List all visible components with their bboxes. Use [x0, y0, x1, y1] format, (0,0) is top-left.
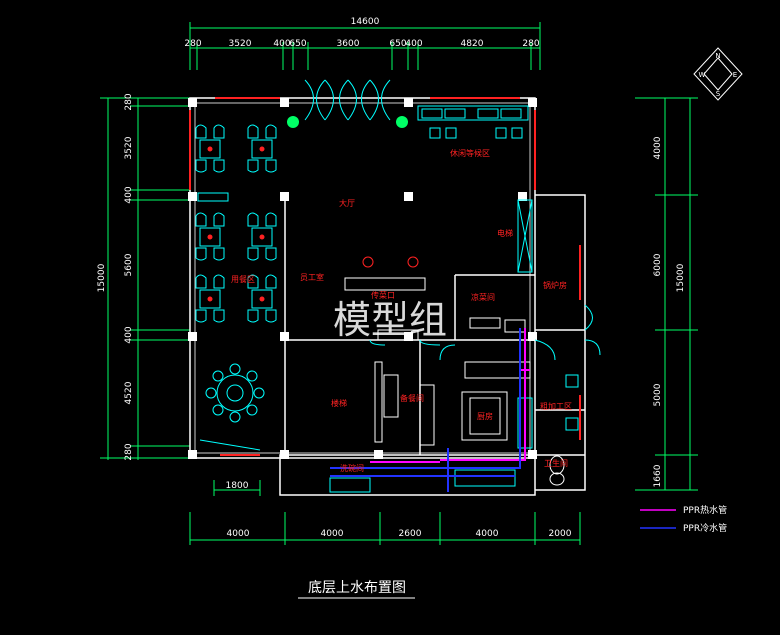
plant-icon: [287, 116, 408, 128]
dim-left-6: 4520: [124, 381, 134, 404]
red-wall-accents: [189, 97, 581, 456]
room-label-elevator: 电梯: [497, 228, 513, 238]
room-label-prep: 备餐间: [400, 393, 424, 403]
room-label-washing: 洗碗间: [340, 463, 364, 473]
toilet-fixtures: [549, 455, 565, 486]
dim-right-total: 15000: [676, 263, 686, 292]
side-doors: [369, 304, 601, 361]
dim-left-2: 3520: [124, 136, 134, 159]
watermark: 模型组: [333, 298, 447, 342]
pipe-cold-water: [330, 328, 521, 492]
dim-top-8: 4820: [461, 39, 484, 49]
room-label-kitchen: 厨房: [477, 411, 493, 421]
legend-cold-label: PPR冷水管: [683, 522, 727, 534]
room-label-cold-dish: 凉菜间: [471, 292, 495, 302]
compass-w: W: [699, 71, 706, 79]
dim-left-7: 280: [124, 443, 134, 460]
columns: [188, 98, 537, 459]
dim-top-4: 650: [289, 39, 306, 49]
room-label-processing: 粗加工区: [540, 401, 572, 411]
dim-left-1: 280: [124, 93, 134, 110]
dim-right-1: 4000: [653, 136, 663, 159]
sofa-set: [417, 105, 529, 139]
dim-bottom-1: 4000: [227, 529, 250, 539]
dim-top-5: 3600: [337, 39, 360, 49]
compass-e: E: [733, 71, 737, 79]
room-label-boiler: 锅炉房: [543, 280, 567, 290]
dim-bottom-3: 2600: [399, 529, 422, 539]
top-dimension-chain: [189, 22, 541, 70]
room-label-dining: 用餐区: [231, 275, 255, 284]
dim-small-1800: 1800: [226, 481, 249, 491]
legend: PPR热水管 PPR冷水管: [640, 504, 727, 534]
dim-right-3: 5000: [653, 383, 663, 406]
kitchen-fixtures-cyan: [329, 374, 579, 493]
dim-right-2: 6000: [653, 253, 663, 276]
pipe-hot-water: [370, 328, 530, 463]
legend-hot-label: PPR热水管: [683, 504, 727, 516]
room-label-pass: 传菜口: [371, 290, 395, 300]
dim-left-3: 400: [124, 186, 134, 203]
reception-counter: [344, 256, 426, 341]
dim-right-4: 1660: [653, 464, 663, 487]
dim-top-1: 280: [184, 39, 201, 49]
drawing-title: 底层上水布置图: [308, 580, 406, 596]
dim-top-6: 650: [389, 39, 406, 49]
round-table: [199, 363, 265, 451]
right-dimension-chain: [635, 97, 698, 491]
room-label-toilet: 卫生间: [544, 458, 568, 468]
dim-bottom-4: 4000: [476, 529, 499, 539]
room-label-hall: 大厅: [339, 198, 355, 208]
dim-left-5: 400: [124, 326, 134, 343]
left-dimension-chain: [100, 97, 190, 460]
bottom-dimension-chain: [189, 480, 581, 545]
dim-top-total: 14600: [351, 17, 380, 27]
dim-top-3: 400: [273, 39, 290, 49]
compass-rose-icon: [693, 47, 743, 101]
elevator: [517, 199, 533, 273]
room-label-staff-room: 员工室: [300, 272, 324, 282]
staircase: [374, 361, 435, 446]
dim-bottom-2: 4000: [321, 529, 344, 539]
compass-n: N: [715, 52, 720, 60]
dim-top-2: 3520: [229, 39, 252, 49]
room-label-stairs: 楼梯: [331, 398, 347, 408]
room-label-leisure: 休闲等候区: [450, 148, 490, 158]
compass-s: S: [716, 90, 721, 98]
dim-top-7: 400: [405, 39, 422, 49]
dining-tables: [195, 124, 277, 323]
entrance-doors: [304, 79, 391, 121]
dim-bottom-5: 2000: [549, 529, 572, 539]
table-markers: [207, 146, 265, 302]
dim-left-4: 5600: [124, 253, 134, 276]
dim-left-total: 15000: [97, 263, 107, 292]
dim-top-9: 280: [522, 39, 539, 49]
